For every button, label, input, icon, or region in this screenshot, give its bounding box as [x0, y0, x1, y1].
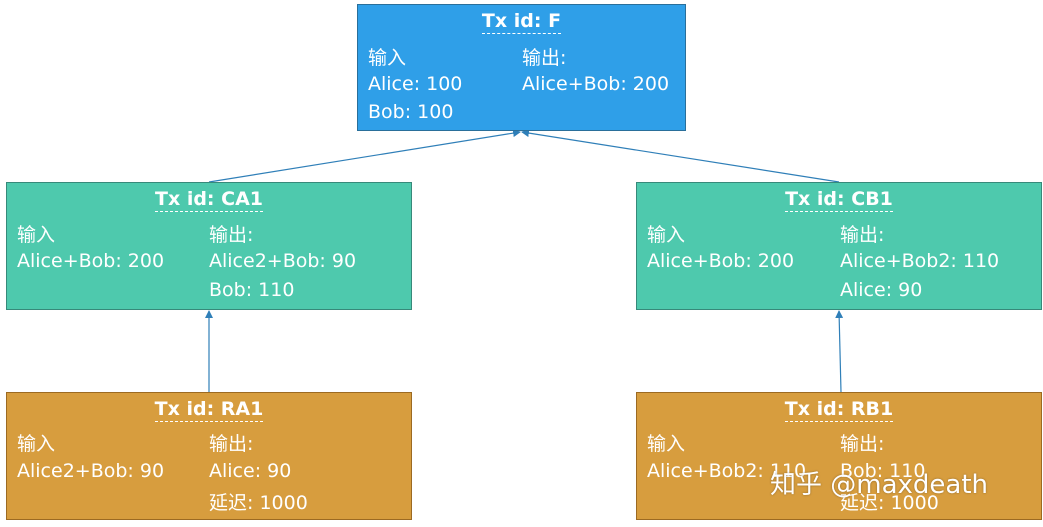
edge-ca1-to-f	[208, 129, 521, 183]
output-label: 输出:	[840, 433, 885, 455]
tx-node-ca1: Tx id: CA1 输入 输出: Alice+Bob: 200 Alice2+…	[6, 182, 412, 310]
output-label: 输出:	[522, 47, 567, 69]
tx-title: Tx id: CA1	[154, 188, 264, 212]
tx-title: Tx id: RA1	[154, 398, 264, 422]
tx-title: Tx id: F	[481, 10, 562, 34]
output-line: 延迟: 1000	[840, 492, 939, 514]
input-line: Alice: 100	[368, 73, 463, 95]
output-line: Alice: 90	[209, 460, 292, 482]
edge-cb1-to-f	[521, 129, 840, 183]
output-line: Alice+Bob2: 110	[840, 250, 1000, 272]
tx-node-f: Tx id: F 输入 输出: Alice: 100 Bob: 100 Alic…	[357, 4, 686, 131]
tx-title: Tx id: CB1	[785, 188, 893, 212]
tx-node-cb1: Tx id: CB1 输入 输出: Alice+Bob: 200 Alice+B…	[636, 182, 1042, 310]
input-line: Bob: 100	[368, 101, 454, 123]
input-line: Alice2+Bob: 90	[17, 460, 165, 482]
output-label: 输出:	[209, 224, 254, 246]
tx-node-rb1: Tx id: RB1 输入 输出: Alice+Bob2: 110 Bob: 1…	[636, 392, 1042, 520]
output-label: 输出:	[209, 433, 254, 455]
output-line: Alice: 90	[840, 279, 923, 301]
edge-rb1-to-cb1	[835, 310, 844, 393]
output-label: 输出:	[840, 224, 885, 246]
output-line: 延迟: 1000	[209, 492, 308, 514]
input-label: 输入	[17, 224, 56, 246]
output-line: Alice2+Bob: 90	[209, 250, 357, 272]
output-line: Bob: 110	[840, 460, 926, 482]
input-line: Alice+Bob: 200	[17, 250, 165, 272]
tx-node-ra1: Tx id: RA1 输入 输出: Alice2+Bob: 90 Alice: …	[6, 392, 412, 520]
input-label: 输入	[368, 47, 407, 69]
output-line: Alice+Bob: 200	[522, 73, 670, 95]
watermark: 知乎 @maxdeath	[770, 470, 989, 500]
input-label: 输入	[647, 224, 686, 246]
input-line: Alice+Bob: 200	[647, 250, 795, 272]
input-label: 输入	[647, 433, 686, 455]
output-line: Bob: 110	[209, 279, 295, 301]
input-line: Alice+Bob2: 110	[647, 460, 807, 482]
input-label: 输入	[17, 433, 56, 455]
tx-title: Tx id: RB1	[784, 398, 894, 422]
